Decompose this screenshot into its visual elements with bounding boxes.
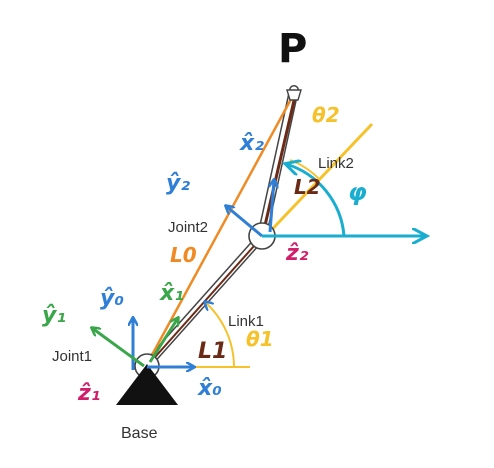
length-L2-label: L2: [294, 175, 321, 199]
axis-y2-label: ŷ₂: [166, 171, 190, 196]
joint1-label: Joint1: [52, 348, 92, 365]
angle-phi-label: φ: [348, 178, 367, 206]
axis-x1-label: x̂₁: [159, 281, 184, 306]
length-L0-label: L0: [170, 243, 197, 267]
axis-x1-arrow: [148, 318, 178, 363]
link1-label: Link1: [228, 313, 264, 330]
joint2-label: Joint2: [168, 219, 208, 236]
length-L2-line: [261, 91, 298, 235]
axis-y0-label: ŷ₀: [100, 286, 124, 311]
length-L1-label: L1: [198, 339, 227, 364]
point-p-label: P: [278, 26, 307, 72]
link2-label: Link2: [318, 155, 354, 172]
theta1-arc: [205, 302, 235, 367]
endpoint-marker: [286, 89, 302, 101]
axis-y1-arrow: [92, 328, 145, 368]
axis-x0-label: x̂₀: [197, 376, 222, 401]
axis-z2-label: ẑ₂: [285, 241, 309, 266]
angle-theta2-label: θ2: [312, 103, 340, 127]
phi-arc: [286, 164, 346, 237]
axis-y2-arrow: [226, 206, 263, 238]
axis-y1-label: ŷ₁: [42, 303, 66, 328]
base-label: Base: [121, 425, 158, 442]
axis-x2-arrow: [270, 180, 274, 233]
base-triangle: [116, 364, 178, 405]
angle-theta1-label: θ1: [246, 327, 274, 351]
axis-x2-label: x̂₂: [239, 131, 264, 156]
axis-z1-label: ẑ₁: [77, 381, 100, 406]
